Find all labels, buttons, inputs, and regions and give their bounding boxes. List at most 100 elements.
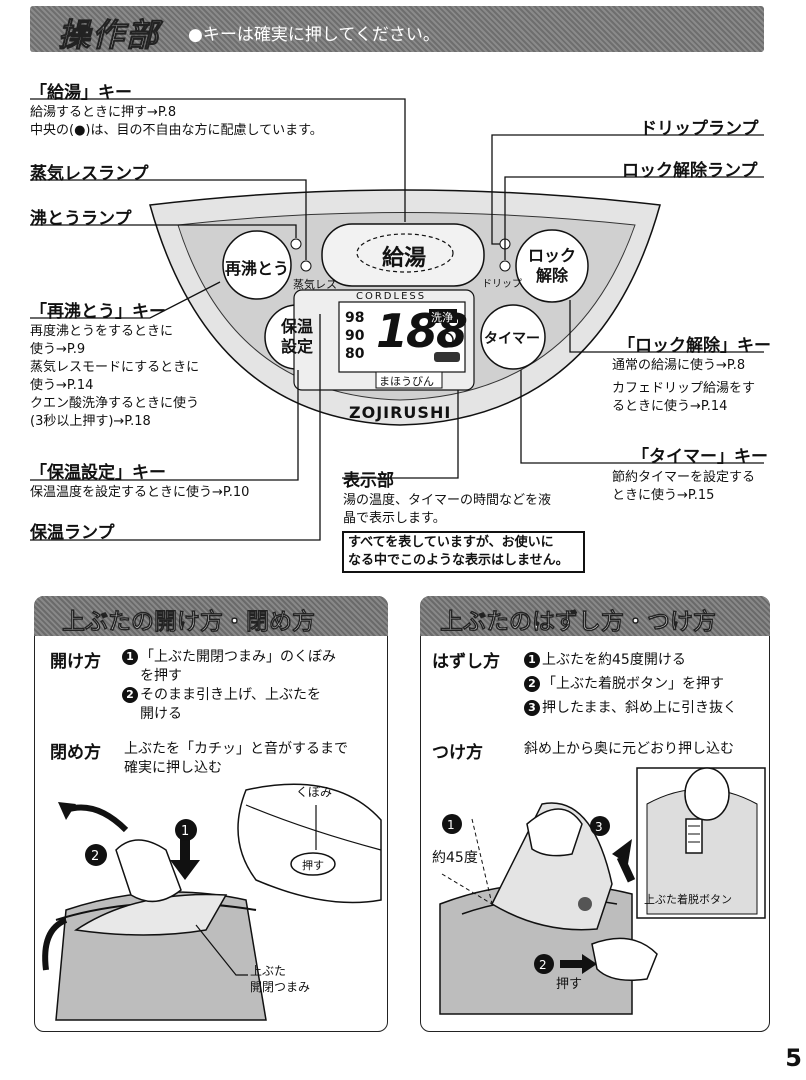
lock-label-1: ロック (528, 246, 577, 265)
timer-desc-2: ときに使う→P.15 (612, 488, 715, 503)
lock-label-2: 解除 (535, 266, 568, 285)
open-step-2a: そのまま引き上げ、上ぶたを (140, 687, 322, 703)
lid-open-illustration: 1 2 (42, 783, 382, 1021)
temp-98: 98 (345, 310, 365, 326)
display-desc: 湯の温度、タイマーの時間などを液 晶で表示します。 (343, 492, 551, 528)
temperature-list: 98 90 80 (345, 309, 364, 363)
kyuto-button[interactable]: 給湯 (382, 246, 427, 271)
timer-key-desc: 節約タイマーを設定する ときに使う→P.15 (612, 469, 755, 505)
remove-step-3: 押したまま、斜め上に引き抜く (542, 700, 738, 716)
detach-button-label: 上ぶた着脱ボタン (644, 893, 732, 906)
display-note-1: すべてを表していますが、お使いに (348, 535, 554, 550)
lcd-digits: 188 (376, 304, 468, 358)
lock-lamp-title: ロック解除ランプ (622, 161, 758, 181)
hoon-key-desc: 保温温度を設定するときに使う→P.10 (30, 485, 250, 500)
svg-text:2: 2 (91, 849, 99, 864)
display-title: 表示部 (343, 471, 394, 491)
lock-key-desc: 通常の給湯に使う→P.8 カフェドリップ給湯をす るときに使う→P.14 (612, 357, 755, 416)
lock-release-button[interactable]: ロック 解除 (528, 246, 576, 286)
lid-open-close-title: 上ぶたの開け方・閉め方 (62, 609, 316, 636)
jouki-lamp-title: 蒸気レスランプ (30, 164, 149, 184)
mahoubin-label: まほうびん (379, 375, 434, 388)
attach-heading: つけ方 (432, 743, 483, 763)
page-number: 5 (785, 1044, 802, 1072)
remove-step-1: 上ぶたを約45度開ける (542, 652, 686, 668)
saifutto-key-desc: 再度沸とうをするときに 使う→P.9 蒸気レスモードにするときに 使う→P.14… (30, 323, 199, 431)
jouki-label: 蒸気レス (293, 278, 337, 291)
knob-label: 上ぶた 開閉つまみ (250, 963, 310, 995)
svg-text:3: 3 (595, 820, 603, 834)
angle-label: 約45度 (432, 850, 478, 866)
lid-remove-attach-title: 上ぶたのはずし方・つけ方 (440, 609, 717, 636)
kyuto-desc-1: 給湯するときに押す→P.8 (30, 105, 177, 120)
lid-remove-attach-header (420, 596, 770, 636)
lid-remove-illustration: 1 3 2 (439, 767, 766, 1015)
svg-text:1: 1 (447, 818, 455, 832)
senjo-indicator: 洗浄 (431, 311, 453, 324)
hoon-label-2: 設定 (280, 337, 313, 356)
timer-button[interactable]: タイマー (484, 331, 540, 347)
display-note-2: なる中でこのような表示はしません。 (348, 553, 569, 568)
saifutto-desc-5: クエン酸洗浄するときに使う (30, 396, 200, 411)
saifutto-desc-6: (3秒以上押す)→P.18 (30, 414, 151, 429)
remove-step-2: 「上ぶた着脱ボタン」を押す (542, 676, 724, 692)
step-3-icon-r: 3 (524, 700, 540, 716)
kyuto-desc-2: 中央の(●)は、目の不自由な方に配慮しています。 (30, 123, 323, 138)
header-banner (30, 6, 764, 52)
display-desc-1: 湯の温度、タイマーの時間などを液 (343, 493, 552, 508)
lock-desc-3: るときに使う→P.14 (612, 399, 728, 414)
kubomi-label: くぼみ (296, 785, 333, 799)
kyuto-key-desc: 給湯するときに押す→P.8 中央の(●)は、目の不自由な方に配慮しています。 (30, 104, 323, 140)
lock-key-title: 「ロック解除」キー (618, 336, 771, 356)
close-heading: 閉め方 (50, 743, 101, 763)
saifutto-desc-4: 使う→P.14 (30, 378, 94, 393)
step-1-icon: 1 (122, 649, 138, 665)
hoon-label-1: 保温 (280, 317, 313, 336)
remove-heading: はずし方 (432, 652, 500, 672)
saifutto-desc-1: 再度沸とうをするときに (30, 324, 174, 339)
osu-label-right: 押す (556, 977, 583, 992)
hoon-key-title: 「保温設定」キー (30, 463, 166, 483)
svg-text:2: 2 (539, 958, 547, 972)
osu-label-left: 押す (302, 859, 324, 872)
step-2-icon: 2 (122, 687, 138, 703)
display-note-box: すべてを表していますが、お使いに なる中でこのような表示はしません。 (342, 531, 585, 573)
svg-text:1: 1 (181, 824, 189, 839)
saifutto-desc-2: 使う→P.9 (30, 342, 86, 357)
close-step-1: 上ぶたを「カチッ」と音がするまで (124, 741, 348, 757)
temp-90: 90 (345, 328, 365, 344)
close-step-2: 確実に押し込む (124, 760, 222, 776)
hoon-setting-button[interactable]: 保温 設定 (279, 317, 315, 357)
cordless-label: CORDLESS (356, 291, 427, 302)
saifutto-desc-3: 蒸気レスモードにするときに (30, 360, 200, 375)
drip-label: ドリップ (482, 279, 522, 290)
open-step-2b: 開ける (140, 706, 182, 722)
timer-key-title: 「タイマー」キー (632, 447, 768, 467)
lock-desc-1: 通常の給湯に使う→P.8 (612, 358, 746, 373)
futto-lamp-title: 沸とうランプ (30, 209, 132, 229)
hoon-lamp-title: 保温ランプ (30, 523, 115, 543)
lock-desc-2: カフェドリップ給湯をす (612, 381, 756, 396)
page-title: 操作部 (57, 16, 161, 55)
control-panel-diagram (30, 98, 764, 541)
saifutto-key-title: 「再沸とう」キー (30, 302, 166, 322)
knob-label-2: 開閉つまみ (250, 980, 311, 994)
knob-label-1: 上ぶた (250, 964, 287, 978)
close-steps: 上ぶたを「カチッ」と音がするまで 確実に押し込む (124, 740, 348, 778)
attach-step: 斜め上から奥に元どおり押し込む (524, 741, 734, 757)
display-desc-2: 晶で表示します。 (343, 511, 446, 526)
step-1-icon-r: 1 (524, 652, 540, 668)
open-step-1a: 「上ぶた開閉つまみ」のくぼみ (140, 649, 336, 665)
temp-80: 80 (345, 346, 365, 362)
header-note: ●キーは確実に押してください。 (188, 25, 440, 45)
drip-lamp-title: ドリップランプ (640, 119, 759, 139)
step-2-icon-r: 2 (524, 676, 540, 692)
lid-open-close-header (34, 596, 388, 636)
saifutto-button[interactable]: 再沸とう (225, 259, 290, 278)
open-heading: 開け方 (50, 652, 101, 672)
kyuto-key-title: 「給湯」キー (30, 83, 132, 103)
open-step-1b: を押す (140, 668, 182, 684)
brand-logo: ZOJIRUSHI (349, 403, 452, 422)
